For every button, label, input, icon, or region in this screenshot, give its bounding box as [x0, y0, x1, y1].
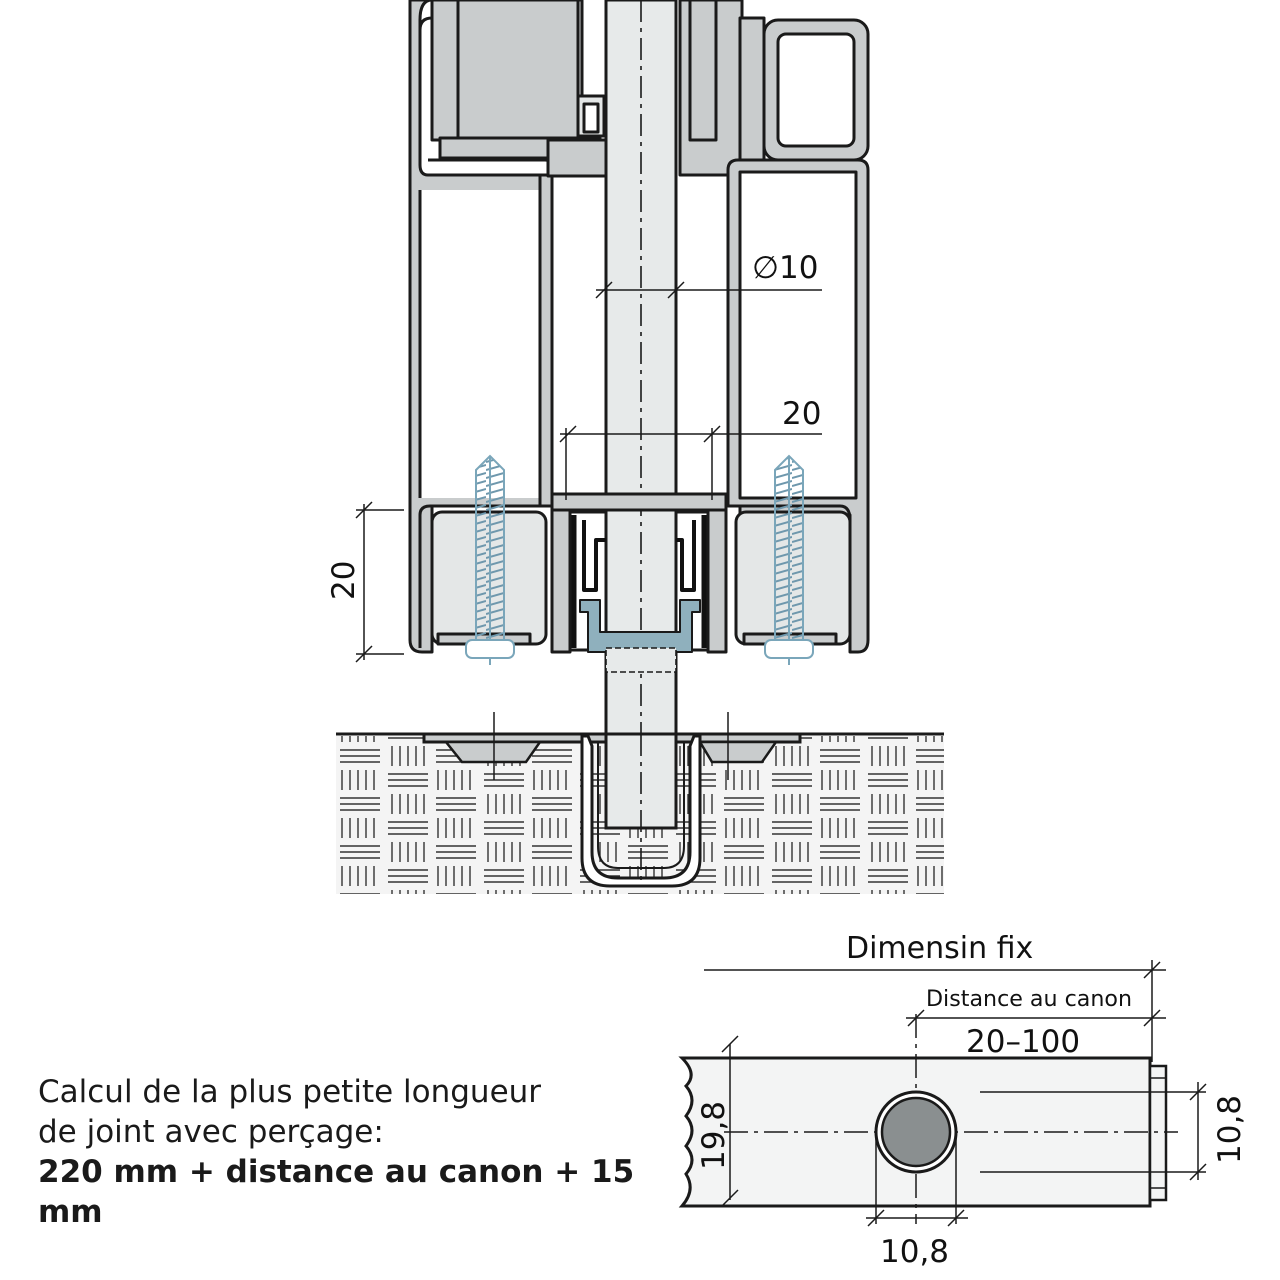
floor-socket: [580, 734, 702, 888]
pin-diameter-label: ∅10: [752, 250, 818, 286]
left-countersink: [443, 740, 543, 764]
upper-section: [408, 0, 870, 880]
dimension-lines-upper: [355, 281, 822, 663]
formula-line-2: de joint avec perçage:: [38, 1114, 384, 1150]
left-profile-wall: [538, 173, 554, 508]
block-height-label: 20: [326, 561, 362, 600]
plan-view: [678, 960, 1207, 1227]
fixed-dimension-label: Dimensin fix: [846, 931, 1033, 966]
height-right-label: 10,8: [1212, 1095, 1248, 1164]
screw-right: [764, 454, 814, 665]
seal-housing-left-wall: [550, 492, 572, 654]
end-cap: [1148, 1064, 1168, 1202]
seal-housing-right-wall: [706, 492, 728, 654]
formula-text: Calcul de la plus petite longueur de joi…: [38, 1072, 658, 1232]
floor-section: [336, 712, 944, 894]
screw-left: [465, 454, 515, 665]
distance-label: Distance au canon: [926, 987, 1132, 1012]
hole-width-label: 10,8: [880, 1234, 949, 1270]
formula-line-3: 220 mm + distance au canon + 15 mm: [38, 1154, 635, 1230]
seal-blue: [579, 599, 701, 653]
right-countersink: [697, 740, 779, 764]
distance-range-label: 20–100: [966, 1024, 1080, 1060]
height-left-label: 19,8: [696, 1101, 732, 1170]
left-profile-inner: [420, 190, 540, 498]
formula-line-1: Calcul de la plus petite longueur: [38, 1074, 542, 1110]
gap-width-label: 20: [782, 396, 821, 432]
